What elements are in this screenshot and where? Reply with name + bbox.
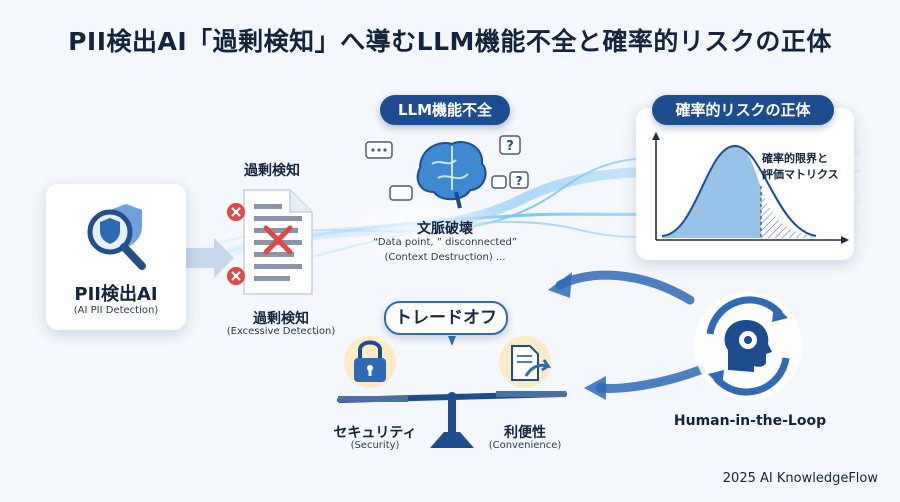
tradeoff-badge: トレードオフ: [384, 301, 508, 335]
footer-credit: 2025 AI KnowledgeFlow: [722, 471, 878, 486]
security-label: セキュリティ: [333, 425, 417, 441]
page-title: PII検出AI「過剰検知」へ導むLLM機能不全と確率的リスクの正体: [68, 27, 832, 56]
balance-scale-icon: [337, 336, 567, 448]
prob-note-line2: 評価マトリクス: [762, 168, 839, 181]
svg-text:?: ?: [506, 139, 514, 154]
magnifier-shield-icon: [87, 204, 146, 270]
overdetect-label: 過剰検知: [253, 311, 309, 327]
pii-detection-card: PII検出AI (AI PII Detection): [46, 184, 186, 330]
pii-label: PII検出AI: [74, 284, 158, 305]
bell-curve-graph: [652, 132, 849, 244]
llm-sub: (Context Destruction) ...: [384, 252, 506, 263]
svg-text:?: ?: [516, 174, 523, 188]
brain-icon: ? ?: [365, 135, 529, 209]
human-in-the-loop-icon: [694, 292, 802, 400]
llm-badge: LLM機能不全: [380, 95, 510, 125]
prob-note-line1: 確率的限界と: [762, 152, 828, 165]
pii-sub: (AI PII Detection): [73, 305, 159, 316]
llm-label: 文脈破壊: [417, 221, 473, 237]
convenience-label: 利便性: [504, 425, 546, 441]
prob-badge: 確率的リスクの正体: [652, 95, 834, 125]
hitl-label: Human-in-the-Loop: [673, 413, 827, 429]
overdetect-sub: (Excessive Detection): [226, 326, 336, 337]
security-sub: (Security): [350, 440, 400, 451]
probability-card: 確率的限界と 評価マトリクス: [636, 108, 854, 260]
convenience-sub: (Convenience): [488, 440, 562, 451]
document-error-icon: [227, 189, 313, 295]
overdetect-top-label: 過剰検知: [244, 163, 300, 179]
llm-quote: “Data point, ” disconnected”: [372, 237, 518, 248]
